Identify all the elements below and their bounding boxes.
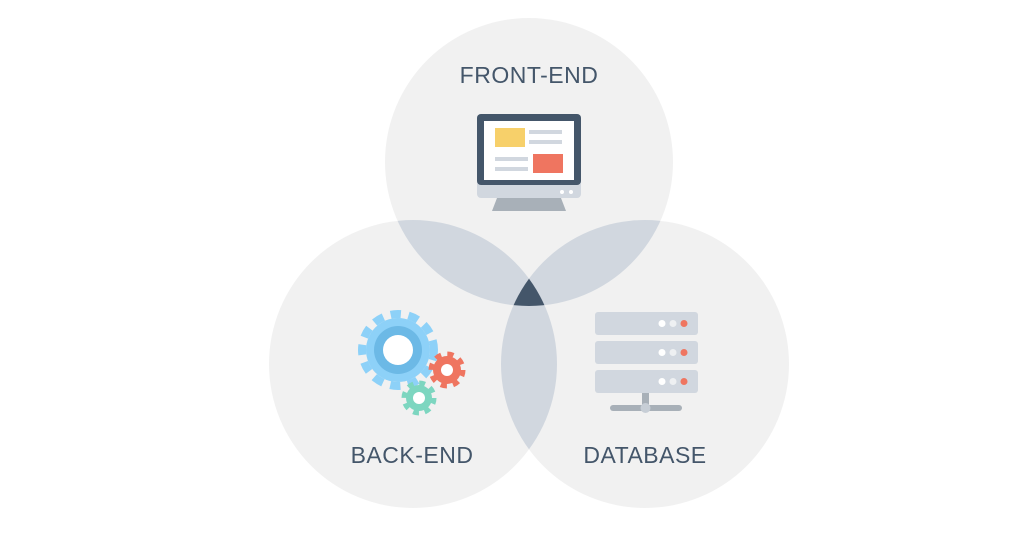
monitor-icon bbox=[477, 114, 581, 211]
label-back-end: BACK-END bbox=[350, 442, 474, 468]
gears-icon bbox=[358, 310, 466, 416]
server-icon bbox=[595, 312, 698, 413]
label-front-end: FRONT-END bbox=[459, 62, 599, 88]
overlap-front-back bbox=[385, 220, 557, 306]
overlap-front-db bbox=[501, 220, 673, 306]
label-database: DATABASE bbox=[583, 442, 707, 468]
